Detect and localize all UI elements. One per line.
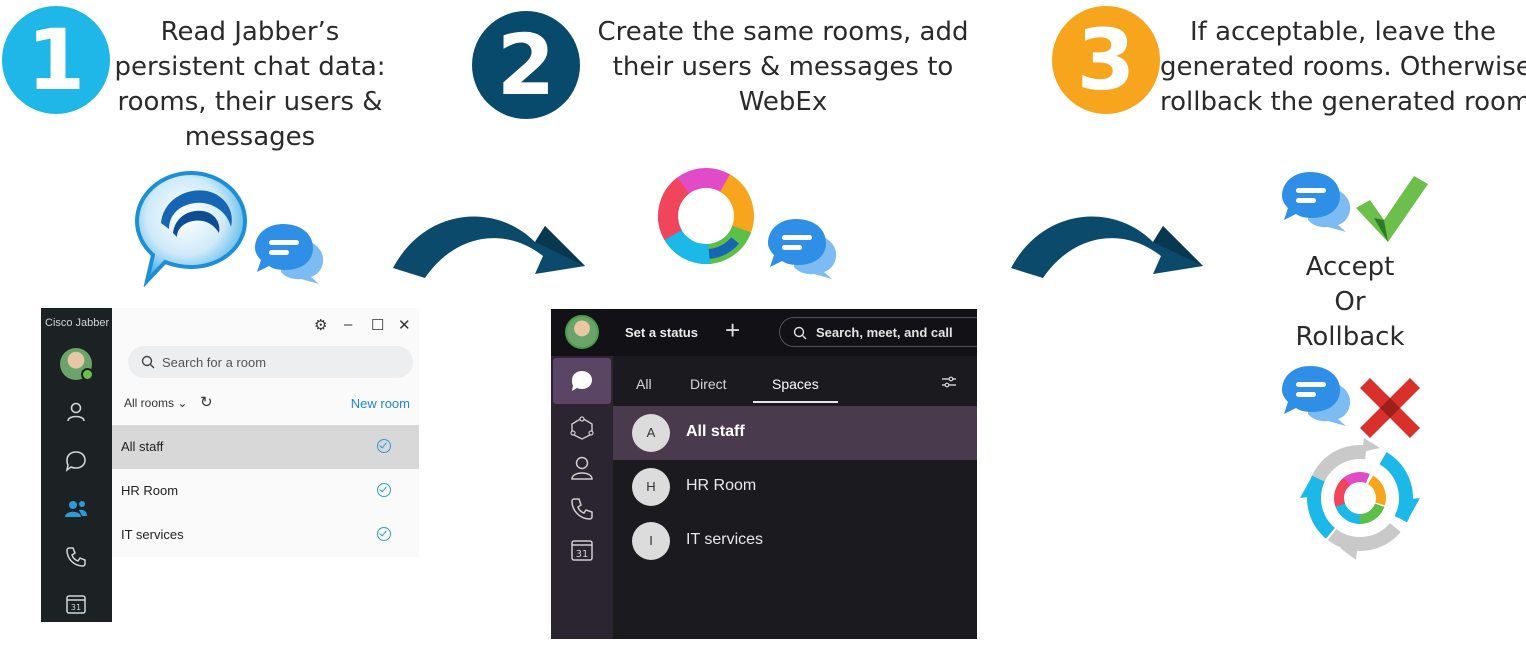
jabber-window: Cisco Jabber 31 ⚙ – ☐ ✕ Search for a roo… [41,308,419,622]
arrow-right-icon [393,216,585,278]
calendar-icon[interactable]: 31 [63,591,89,617]
room-row[interactable]: HR Room [112,469,419,513]
space-avatar: H [632,468,670,506]
space-row[interactable]: A All staff [613,406,977,460]
webex-calendar-day: 31 [576,549,589,560]
chat-icon [572,371,592,391]
check-circle-icon [377,483,391,497]
step-2-text: Create the same rooms, add their users &… [594,15,972,120]
room-row[interactable]: All staff [112,425,419,469]
step-2-number: 2 [496,16,556,114]
step-1-text: Read Jabber’s persistent chat data: room… [112,15,388,155]
step-3-line: rollback the generated rooms [1160,87,1526,117]
room-name: IT services [121,527,184,542]
avatar[interactable] [60,348,94,381]
rooms-filter-dropdown[interactable]: All rooms ⌄ [124,396,187,410]
step-1-line: rooms, their users & [117,87,383,117]
or-label: Or [1334,287,1366,317]
webex-window: Set a status + Search, meet, and call 31… [551,309,977,639]
step-1-line: persistent chat data: [114,52,386,82]
search-placeholder: Search, meet, and call [816,325,953,340]
step-3-line: If acceptable, leave the [1190,17,1496,47]
arrow-right-icon [1011,216,1203,278]
presence-dot [81,368,94,381]
check-circle-icon [377,439,391,453]
set-status-button[interactable]: Set a status [625,325,698,340]
room-name: All staff [121,439,164,454]
jabber-logo-icon [134,170,248,287]
chat-bubbles-icon [1282,366,1351,426]
check-circle-icon [377,527,391,541]
space-avatar: I [632,522,670,560]
refresh-icon[interactable]: ↻ [200,394,213,411]
room-search-input[interactable]: Search for a room [128,346,413,378]
new-room-link[interactable]: New room [350,396,410,411]
step-1-badge: 1 [2,6,110,114]
step-3-badge: 3 [1052,6,1160,114]
cross-icon [1360,378,1420,438]
plus-icon[interactable]: + [725,315,741,345]
chat-icon[interactable] [63,448,89,474]
tab-direct[interactable]: Direct [690,376,727,392]
chat-bubbles-icon [768,219,837,279]
minimize-icon[interactable]: – [344,316,353,333]
step-2-line: Create the same rooms, add [597,17,969,47]
avatar[interactable] [565,315,599,349]
accept-label: Accept [1305,252,1395,282]
tab-spaces[interactable]: Spaces [772,376,819,392]
rollback-cycle-icon [1300,438,1420,560]
space-name: HR Room [686,477,757,494]
phone-icon[interactable] [570,497,594,526]
checkmark-icon [1356,176,1428,242]
maximize-icon[interactable]: ☐ [371,317,385,334]
jabber-title: Cisco Jabber [45,317,110,329]
teams-icon[interactable] [569,416,595,445]
phone-icon[interactable] [63,544,89,570]
filter-icon[interactable] [941,375,957,394]
calendar-icon[interactable]: 31 [570,538,594,567]
space-row[interactable]: H HR Room [613,460,977,514]
jabber-main: ⚙ – ☐ ✕ Search for a room All rooms ⌄ ↻ … [112,308,419,622]
tab-all[interactable]: All [636,376,652,392]
webex-logo-icon [658,168,754,264]
space-avatar: A [632,414,670,452]
contacts-icon[interactable] [63,399,89,425]
webex-search-input[interactable]: Search, meet, and call [779,317,977,347]
filter-label: All rooms [124,396,175,410]
close-icon[interactable]: ✕ [398,317,411,334]
webex-header: Set a status + Search, meet, and call [551,309,977,356]
contacts-icon[interactable] [570,455,594,486]
step-1-line: messages [184,122,316,152]
room-name: HR Room [121,483,179,498]
step-1-number: 1 [26,11,86,109]
empty-area [112,557,419,622]
search-icon [793,326,807,340]
step-2-line: their users & messages to [612,52,954,82]
step-1-line: Read Jabber’s [160,17,340,47]
step-3-line: generated rooms. Otherwise [1160,52,1526,82]
space-name: IT services [686,531,764,548]
jabber-sidebar: Cisco Jabber 31 [41,308,112,622]
space-name: All staff [686,423,745,440]
step-3-text: If acceptable, leave the generated rooms… [1160,15,1526,120]
search-icon [141,355,155,369]
jabber-calendar-day: 31 [71,603,81,612]
chevron-down-icon: ⌄ [177,396,188,410]
chat-bubbles-icon [255,224,324,284]
space-row[interactable]: I IT services [613,514,977,568]
settings-icon[interactable]: ⚙ [314,317,328,334]
messaging-nav-item[interactable] [553,358,611,404]
active-tab-indicator [753,401,838,403]
chat-bubbles-icon [1282,172,1351,232]
rollback-label: Rollback [1295,322,1405,352]
room-row[interactable]: IT services [112,513,419,557]
step-3-number: 3 [1076,11,1136,109]
rooms-icon[interactable] [63,496,89,522]
webex-nav-rail: 31 [551,356,613,639]
search-placeholder: Search for a room [162,355,267,370]
step-2-line: WebEx [738,87,828,117]
step-2-badge: 2 [472,11,580,119]
